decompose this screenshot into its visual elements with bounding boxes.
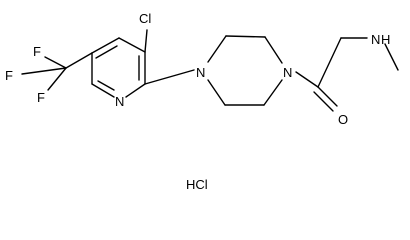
fluorine-top-label: F <box>33 44 41 59</box>
fluorine-bottom-label: F <box>37 90 45 105</box>
amine-hydrogen-label: H <box>381 32 390 47</box>
bond-cf3-f-bottom <box>47 67 67 91</box>
bond-nh-methyl <box>384 43 399 71</box>
bond-n-c2 <box>125 83 146 98</box>
piperazine-nitrogen-left-label: N <box>196 65 205 80</box>
bond-c4-c5-inner <box>95 45 118 59</box>
piperazine-nitrogen-right-label: N <box>283 65 292 80</box>
bond-carbonyl-o-double <box>313 91 334 112</box>
bond-lower-left-npip <box>207 79 226 106</box>
bond-c3-cl <box>144 29 148 53</box>
carbonyl-oxygen-label: O <box>338 112 348 127</box>
bond-cf3-f-top <box>44 56 67 69</box>
bond-upper-right-npip <box>264 36 283 64</box>
bond-c2-npip <box>144 69 195 85</box>
piperazine-ring <box>207 35 283 106</box>
bond-c6-n <box>91 83 115 98</box>
chlorine-label: Cl <box>139 11 151 26</box>
bond-c4-c5 <box>91 37 120 54</box>
hcl-salt-label: HCl <box>186 177 208 192</box>
bond-carbonyl-o <box>317 86 338 107</box>
bond-npip-upper-left <box>207 35 227 63</box>
pyridine-nitrogen-label: N <box>115 94 124 109</box>
bond-npip-lower-right <box>263 79 283 106</box>
bond-npip-carbonyl <box>295 71 319 88</box>
pyridine-ring <box>91 37 146 98</box>
bond-c3-c4 <box>118 37 146 53</box>
fluorine-left-label: F <box>5 68 13 83</box>
bond-carbonyl-ch2 <box>317 37 342 88</box>
bond-cf3-f-left <box>21 67 67 75</box>
amine-nitrogen-label: N <box>371 32 380 47</box>
molecule-diagram: Cl F F F N N N O N H HCl <box>5 11 399 192</box>
bond-c6-n-inner <box>97 80 115 91</box>
bond-upper-ring <box>225 35 266 38</box>
bond-c5-cf3 <box>65 52 93 69</box>
